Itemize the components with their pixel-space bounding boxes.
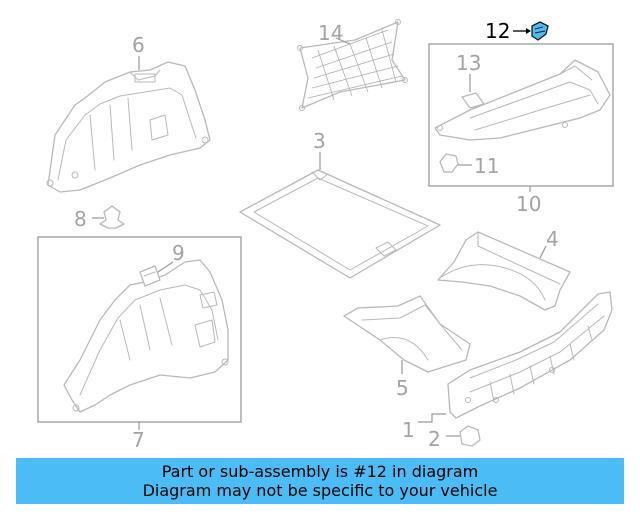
callout-2[interactable]: 2 (428, 427, 441, 451)
callout-14[interactable]: 14 (318, 21, 343, 45)
part-8-clip[interactable] (92, 205, 125, 229)
callout-5[interactable]: 5 (396, 376, 409, 400)
part-6-quarter-trim-upper[interactable] (46, 56, 211, 193)
callout-13[interactable]: 13 (456, 51, 481, 75)
callout-4[interactable]: 4 (546, 227, 559, 251)
part-4-floor-panel[interactable] (437, 231, 571, 311)
callout-8[interactable]: 8 (74, 207, 87, 231)
part-1-scuff-plate[interactable] (418, 291, 613, 423)
info-banner: Part or sub-assembly is #12 in diagram D… (16, 458, 624, 504)
part-3-cargo-floor[interactable] (239, 152, 441, 279)
banner-line-1: Part or sub-assembly is #12 in diagram (161, 462, 479, 481)
part-5-floor-panel[interactable] (343, 295, 471, 374)
callout-12[interactable]: 12 (485, 19, 510, 43)
part-12-retainer[interactable] (513, 21, 549, 41)
banner-line-2: Diagram may not be specific to your vehi… (142, 481, 498, 500)
callout-1[interactable]: 1 (402, 418, 415, 442)
part-2-clip[interactable] (446, 425, 481, 447)
part-10-box (428, 43, 614, 187)
callout-7[interactable]: 7 (132, 428, 145, 452)
callout-9[interactable]: 9 (172, 241, 185, 265)
callout-10[interactable]: 10 (516, 192, 541, 216)
part-11-clip[interactable] (439, 153, 472, 173)
callout-11[interactable]: 11 (474, 154, 499, 178)
callout-3[interactable]: 3 (313, 129, 326, 153)
part-10-shelf-assembly[interactable] (434, 59, 611, 192)
part-7-quarter-trim-lower[interactable] (63, 259, 229, 430)
callout-6[interactable]: 6 (132, 33, 145, 57)
part-13-pad[interactable] (461, 74, 485, 109)
part-14-cargo-net[interactable] (297, 19, 408, 111)
part-9-bracket[interactable] (139, 261, 174, 287)
